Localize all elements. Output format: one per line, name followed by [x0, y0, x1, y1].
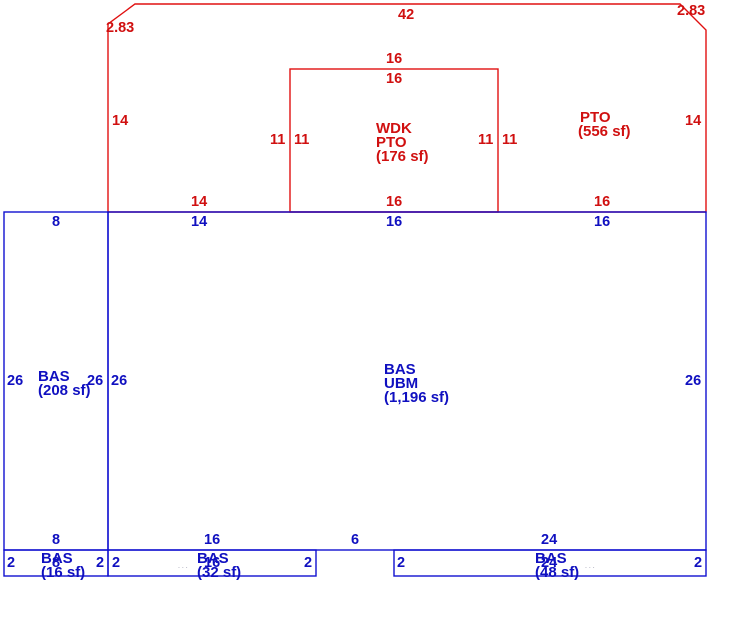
dim-wdk-right-outer: 11 [502, 132, 517, 148]
bas-left-area: (208 sf) [38, 382, 91, 399]
dim-small2-right: 2 [304, 555, 312, 571]
faint-mark-left: . . . [178, 563, 188, 570]
bas-small3-outline [393, 549, 707, 577]
dim-bas-main-bottom-left: 16 [204, 532, 220, 548]
dim-bas-left-top: 8 [52, 214, 60, 230]
dim-wdk-bottom: 16 [386, 194, 402, 210]
dim-bas-main-bottom-right: 24 [541, 532, 557, 548]
bas-small1-label: BAS [41, 550, 73, 567]
dim-small1-left: 2 [7, 555, 15, 571]
dim-bas-main-right: 26 [685, 373, 701, 389]
bas-small3-area: (48 sf) [535, 564, 579, 581]
dim-wdk-top-inner: 16 [386, 71, 402, 87]
faint-mark-right: . . . [585, 563, 595, 570]
pto-outline [107, 3, 707, 213]
dim-wdk-left-inner: 11 [294, 132, 309, 148]
bas-small1-area: (16 sf) [41, 564, 85, 581]
dim-bas-main-left: 26 [111, 373, 127, 389]
dim-top-corner-left: 2.83 [106, 20, 134, 36]
dim-small1-overlap: 8 [52, 555, 60, 571]
dim-bas-main-top-right: 16 [594, 214, 610, 230]
bas-small3-label: BAS [535, 550, 567, 567]
pto-area: (556 sf) [578, 123, 631, 140]
dim-pto-left-side: 14 [112, 113, 128, 129]
dim-pto-bottom-right: 16 [594, 194, 610, 210]
dim-pto-bottom-left: 14 [191, 194, 207, 210]
dim-bas-left-right: 26 [87, 373, 103, 389]
dim-small2-overlap: 16 [204, 555, 220, 571]
dim-wdk-top-outer: 16 [386, 51, 402, 67]
dim-small3-right: 2 [694, 555, 702, 571]
bas-small2-label: BAS [197, 550, 229, 567]
wdk-pto-area: (176 sf) [376, 148, 429, 165]
bas-left-label: BAS [38, 368, 70, 385]
dim-bas-left-left: 26 [7, 373, 23, 389]
dim-bas-left-bottom: 8 [52, 532, 60, 548]
dim-wdk-left-outer: 11 [270, 132, 285, 148]
dim-small2-left: 2 [112, 555, 120, 571]
dim-top: 42 [398, 7, 414, 23]
dim-bas-main-bottom-gap: 6 [351, 532, 359, 548]
bas-small2-outline [107, 549, 317, 577]
dim-small3-left: 2 [397, 555, 405, 571]
bas-main-area: (1,196 sf) [384, 389, 449, 406]
wdk-pto-label: PTO [376, 134, 407, 151]
wdk-label: WDK [376, 120, 412, 137]
dim-small1-right: 2 [96, 555, 104, 571]
dim-wdk-right-inner: 11 [478, 132, 493, 148]
pto-label: PTO [580, 109, 611, 126]
bas-main-label: BAS [384, 361, 416, 378]
dim-bas-main-top-mid: 16 [386, 214, 402, 230]
dim-small3-overlap: 24 [541, 555, 557, 571]
dim-bas-main-top-left: 14 [191, 214, 207, 230]
bas-main-ubm-label: UBM [384, 375, 418, 392]
dim-top-corner-right: 2.83 [677, 3, 705, 19]
bas-small2-area: (32 sf) [197, 564, 241, 581]
dim-pto-right-side: 14 [685, 113, 701, 129]
